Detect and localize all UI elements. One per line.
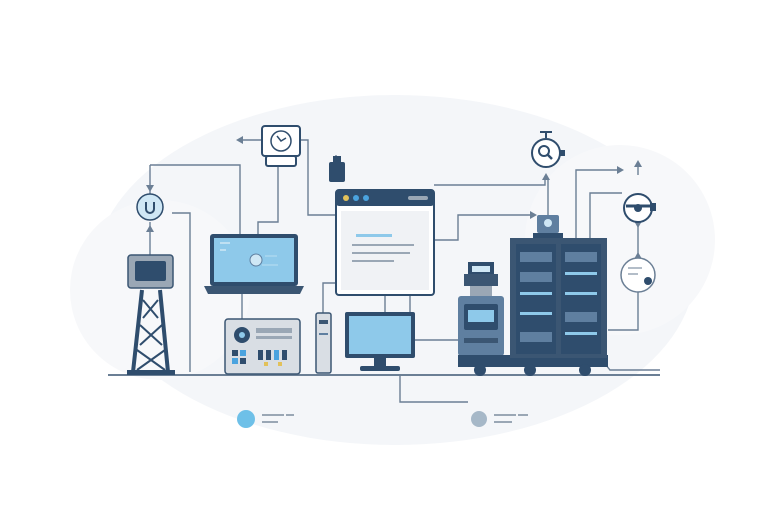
connection-lines bbox=[108, 139, 660, 403]
web-browser-icon bbox=[335, 189, 435, 296]
magnifier-icon bbox=[531, 131, 565, 168]
legend bbox=[237, 410, 528, 428]
legend-dot-2 bbox=[471, 411, 487, 427]
camera-node-icon bbox=[533, 215, 563, 238]
pc-tower-icon bbox=[315, 312, 332, 374]
legend-item-2 bbox=[471, 411, 528, 427]
printer-icon bbox=[458, 262, 504, 356]
server-rack-icon bbox=[458, 238, 608, 376]
monitor-icon bbox=[345, 312, 415, 371]
control-console-icon bbox=[224, 318, 301, 375]
laptop-icon bbox=[204, 234, 304, 294]
power-socket-icon bbox=[136, 193, 164, 221]
usb-stick-icon bbox=[329, 156, 345, 182]
gauge-icon bbox=[620, 257, 656, 293]
legend-item-1 bbox=[237, 410, 294, 428]
legend-dot-1 bbox=[237, 410, 255, 428]
steering-wheel-icon bbox=[623, 193, 656, 223]
clock-icon bbox=[261, 125, 301, 167]
antenna-tower-icon bbox=[127, 254, 175, 375]
